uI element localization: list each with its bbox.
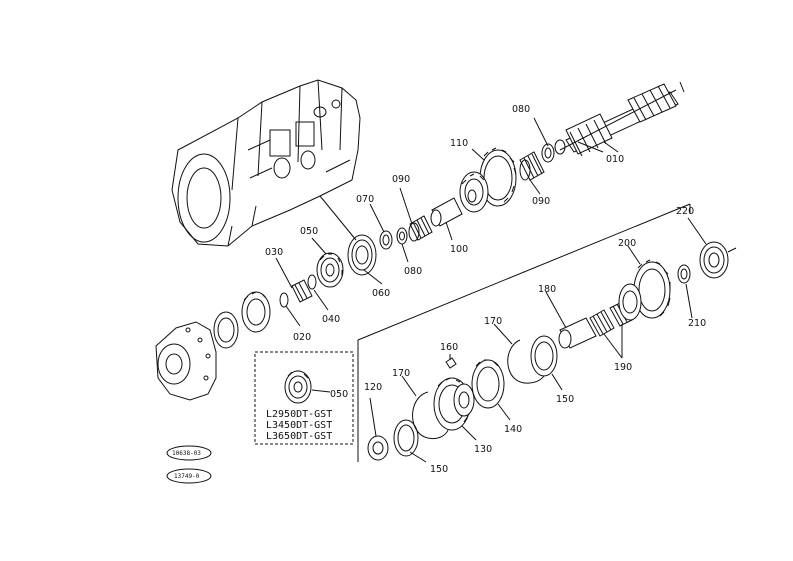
collar-180 bbox=[558, 317, 597, 349]
needle-bearing-030 bbox=[291, 279, 313, 303]
label-170-right: 170 bbox=[484, 316, 502, 327]
synchro-hub-130 bbox=[433, 377, 475, 431]
washer-080-upper bbox=[541, 143, 555, 163]
needle-bearing-090-lower bbox=[408, 215, 433, 242]
label-050: 050 bbox=[300, 226, 318, 237]
coupling-sleeve bbox=[241, 291, 271, 333]
label-060: 060 bbox=[372, 288, 390, 299]
label-070: 070 bbox=[356, 194, 374, 205]
needle-bearings-190 bbox=[589, 301, 633, 337]
front-cover bbox=[155, 321, 217, 401]
part-labels: 010 020 030 040 050 060 070 080 080 090 … bbox=[265, 104, 706, 475]
label-080-upper: 080 bbox=[512, 104, 530, 115]
front-bearing bbox=[213, 311, 239, 349]
ball-bearing-060 bbox=[347, 234, 377, 276]
inset-model-1: L2950DT-GST bbox=[266, 409, 332, 420]
transmission-housing bbox=[171, 79, 361, 247]
label-170-left: 170 bbox=[392, 368, 410, 379]
label-150-right: 150 bbox=[556, 394, 574, 405]
snap-ring-170-left bbox=[412, 391, 449, 439]
label-200: 200 bbox=[618, 238, 636, 249]
shaft-010 bbox=[554, 83, 679, 157]
gear-050 bbox=[316, 252, 344, 288]
model-inset: 050 L2950DT-GST L3450DT-GST L3650DT-GST bbox=[254, 351, 354, 445]
leader-lines bbox=[275, 117, 707, 463]
ball-bearing-220 bbox=[699, 241, 729, 279]
gear-110 bbox=[459, 147, 517, 213]
upper-shaft-assembly bbox=[213, 83, 679, 349]
ref-code-1: 10638-03 bbox=[172, 450, 201, 457]
label-220: 220 bbox=[676, 206, 694, 217]
assembly-line-upper bbox=[319, 195, 357, 241]
washer-210 bbox=[677, 264, 691, 284]
label-090-upper: 090 bbox=[392, 174, 410, 185]
label-100: 100 bbox=[450, 244, 468, 255]
label-180: 180 bbox=[538, 284, 556, 295]
label-040: 040 bbox=[322, 314, 340, 325]
axis-line-lower bbox=[727, 247, 737, 253]
label-110: 110 bbox=[450, 138, 468, 149]
thrust-washer-120 bbox=[367, 435, 389, 461]
label-210: 210 bbox=[688, 318, 706, 329]
shifter-sleeve-140 bbox=[471, 359, 505, 409]
label-090-lower: 090 bbox=[532, 196, 550, 207]
inset-model-2: L3450DT-GST bbox=[266, 420, 332, 431]
inset-label-050: 050 bbox=[330, 389, 348, 400]
label-150-left: 150 bbox=[430, 464, 448, 475]
label-010: 010 bbox=[606, 154, 624, 165]
label-140: 140 bbox=[504, 424, 522, 435]
reference-codes: 10638-03 13749-0 bbox=[166, 445, 212, 484]
label-130: 130 bbox=[474, 444, 492, 455]
label-030: 030 bbox=[265, 247, 283, 258]
lower-assembly-frame bbox=[357, 203, 691, 462]
needle-bearing-090-upper bbox=[519, 151, 545, 181]
axis-line-upper bbox=[559, 89, 677, 151]
washer-080-lower bbox=[396, 227, 408, 245]
ring-070 bbox=[379, 230, 393, 250]
snap-ring-040 bbox=[307, 274, 317, 290]
lower-shaft-assembly bbox=[367, 241, 737, 461]
inset-model-3: L3650DT-GST bbox=[266, 431, 332, 442]
key-160 bbox=[445, 357, 457, 369]
gear-200 bbox=[618, 259, 671, 321]
label-080-lower: 080 bbox=[404, 266, 422, 277]
collar-100 bbox=[430, 197, 463, 227]
label-160: 160 bbox=[440, 342, 458, 353]
synchro-ring-150-left bbox=[393, 419, 419, 457]
ref-code-2: 13749-0 bbox=[174, 473, 200, 480]
label-120: 120 bbox=[364, 382, 382, 393]
label-020: 020 bbox=[293, 332, 311, 343]
ring-020 bbox=[279, 292, 289, 308]
leader-010-short bbox=[603, 141, 619, 153]
label-190: 190 bbox=[614, 362, 632, 373]
synchro-ring-150-right bbox=[530, 335, 558, 377]
snap-ring-170-right bbox=[507, 339, 545, 384]
upper-frame-end bbox=[679, 81, 685, 93]
